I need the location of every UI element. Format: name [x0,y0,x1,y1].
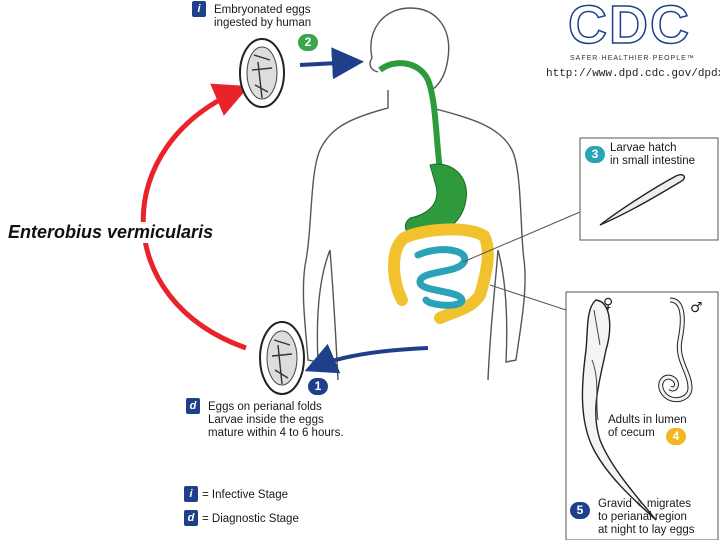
label-eggs-line1: Eggs on perianal folds [208,401,322,413]
label-adults-line1: Adults in lumen [608,414,687,426]
step-2-badge: 2 [298,34,318,51]
label-gravid-line3: at night to lay eggs [598,524,695,536]
label-adults-line2: of cecum [608,427,655,439]
legend-diagnostic-label: = Diagnostic Stage [202,513,299,525]
step-5-badge: 5 [570,502,590,519]
label-gravid-line1: Gravid ♀ migrates [598,498,691,510]
label-gravid: Gravid ♀ migrates to perianal region at … [598,498,695,537]
large-intestine [388,223,494,324]
female-symbol: ♀ [603,296,614,312]
label-eggs-line2: Larvae inside the eggs [208,414,324,426]
legend-infective-badge: i [184,486,198,502]
egg-bottom [259,321,305,395]
legend-diagnostic-badge: d [184,510,198,526]
cdc-url[interactable]: http://www.dpd.cdc.gov/dpdx [546,68,720,80]
egg-top [239,38,285,108]
label-larvae: Larvae hatch in small intestine [610,142,695,168]
step-4-badge: 4 [666,428,686,445]
step-1-badge: 1 [308,378,328,395]
label-embryonated-line1: Embryonated eggs [214,4,311,16]
cdc-tagline: SAFER·HEALTHIER·PEOPLE™ [570,55,695,62]
human-silhouette [302,7,526,381]
male-symbol: ♂ [690,300,703,316]
label-larvae-line1: Larvae hatch [610,142,677,154]
label-adults: Adults in lumen of cecum [608,414,687,440]
infective-badge-top: i [192,1,206,17]
cdc-logo: CDC SAFER·HEALTHIER·PEOPLE™ [567,0,718,68]
cycle-arrow-red [140,83,250,351]
diagnostic-badge-eggs: d [186,398,200,414]
esophagus [378,60,443,171]
label-larvae-line2: in small intestine [610,155,696,167]
label-embryonated-eggs: Embryonated eggs ingested by human [214,4,311,30]
step-3-badge: 3 [585,146,605,163]
arrow-ingestion [299,47,364,80]
larva [599,173,686,226]
small-intestine [414,246,469,309]
legend-infective-label: = Infective Stage [202,489,288,501]
label-eggs-line3: mature within 4 to 6 hours. [208,427,344,439]
cdc-logo-text: CDC [567,0,691,56]
label-embryonated-line2: ingested by human [214,17,312,29]
label-gravid-line2: to perianal region [598,511,687,523]
diagram-title: Enterobius vermicularis [6,222,216,243]
female-worm [581,299,657,521]
arrow-to-perianal [304,343,429,374]
label-eggs-perianal: Eggs on perianal folds Larvae inside the… [208,401,344,440]
